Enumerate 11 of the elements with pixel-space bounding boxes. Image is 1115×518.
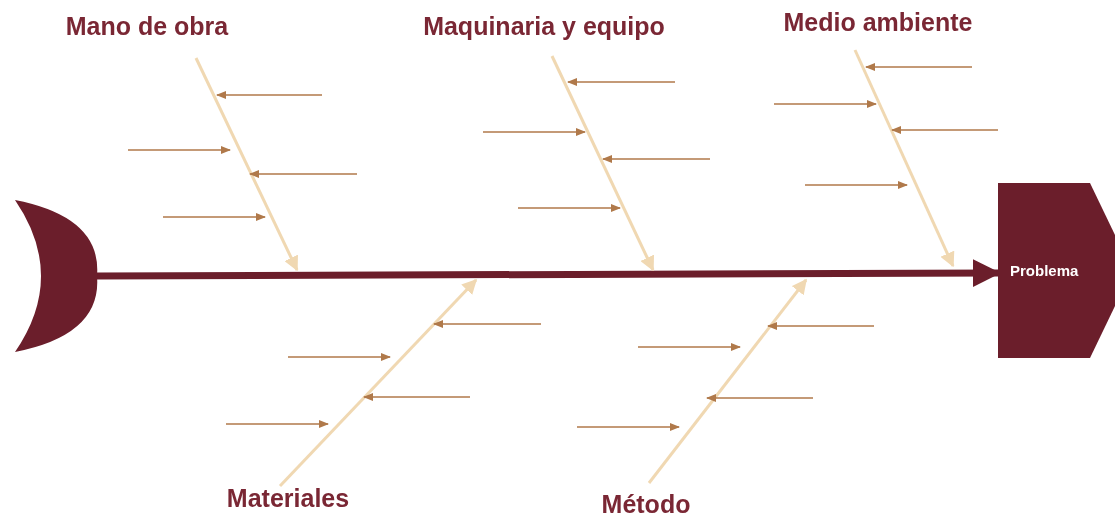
- bone-arrow: [278, 278, 478, 488]
- bone-arrow: [853, 49, 955, 268]
- category-label: Medio ambiente: [783, 8, 973, 36]
- category-label: Materiales: [226, 484, 350, 512]
- problem-label: Problema: [1010, 262, 1079, 279]
- category-label: Método: [601, 490, 691, 518]
- category-label: Maquinaria y equipo: [423, 12, 665, 40]
- bone-arrow: [647, 278, 808, 484]
- category-label: Mano de obra: [65, 12, 229, 40]
- bone-arrow: [550, 55, 655, 272]
- bone-arrow: [194, 57, 299, 272]
